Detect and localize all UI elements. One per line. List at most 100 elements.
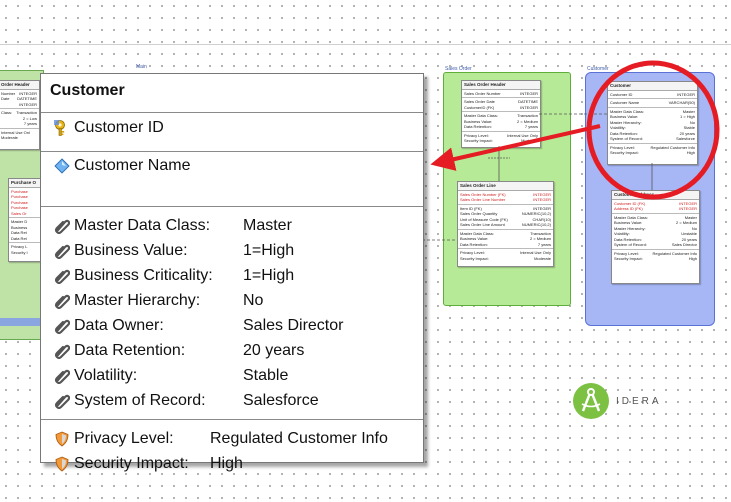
shield-icon: [53, 456, 71, 472]
entity-row: Business Value:1 = High: [610, 114, 695, 120]
entity-row: Purchase: [11, 199, 28, 205]
entity-row-value: Transaction: [16, 110, 37, 115]
property-row[interactable]: Data Retention:20 years: [53, 342, 304, 360]
entity-row-value: INTEGER: [533, 205, 551, 211]
entity-row: Master Data Class:Transaction: [460, 231, 551, 237]
entity-row-value: DATETIME: [17, 96, 37, 101]
entity-row-value: 20 years: [681, 236, 697, 242]
entity-row-label: Data Retention:: [610, 130, 638, 136]
entity-row-label: Volatility:: [614, 231, 630, 236]
property-label: Master Hierarchy:: [74, 292, 201, 309]
entity-row-label: Master Data Class:: [614, 214, 649, 220]
attribute-diamond-icon: [53, 157, 71, 175]
property-row[interactable]: Business Criticality:1=High: [53, 267, 294, 285]
entity-row-label: Customer ID (FK): [614, 200, 646, 206]
divider: [41, 206, 423, 207]
property-value: 20 years: [243, 342, 305, 359]
property-row[interactable]: Volatility: Stable: [53, 367, 288, 385]
entity-row-value: 7 years: [524, 124, 538, 129]
entity-row: Master Hierarchy:No: [614, 226, 697, 232]
entity-row: Data Ret: [11, 230, 27, 235]
entity-row: Moderate: [1, 135, 18, 140]
property-row[interactable]: System of Record:Salesforce: [53, 392, 319, 410]
key-attribute-name: Customer ID: [74, 119, 164, 136]
entity-row-value: INTEGER: [520, 90, 538, 96]
paperclip-icon: [53, 393, 71, 409]
property-value: Stable: [243, 367, 289, 384]
attribute-row[interactable]: Customer Name: [53, 157, 190, 175]
entity-title: Purchase O: [9, 179, 41, 188]
entity-row-label: Item ID (FK): [460, 205, 482, 211]
property-label: Volatility:: [74, 367, 138, 384]
entity-row: Master D: [11, 219, 28, 224]
entity-row: Volatility:Unstable: [614, 231, 697, 237]
paperclip-icon: [53, 293, 71, 309]
entity-row: Business Value:2 = Medium: [460, 236, 551, 242]
entity-row-label: Security Impact:: [464, 138, 493, 143]
security-value: Regulated Customer Info: [210, 430, 388, 447]
entity-row: Sales Order Quantity NUMERIC(10,2): [460, 211, 551, 217]
entity-row: Purchase: [11, 188, 28, 194]
entity-row: Business Value:2 = Medium: [614, 220, 697, 226]
entity-row: Volatility:Stable: [610, 125, 695, 131]
entity-row-label: Privacy Level:: [460, 250, 485, 255]
property-row[interactable]: Master Data Class:Master: [53, 217, 292, 235]
entity-row-label: System of Record:: [610, 136, 643, 141]
security-row[interactable]: Privacy Level:Regulated Customer Info: [53, 430, 388, 448]
entity-row: Security Impact:Moderate: [460, 256, 551, 262]
entity-row-label: Master Data Class:: [610, 108, 645, 114]
entity-row-label: Business Value:: [610, 114, 639, 119]
key-attribute-row[interactable]: Customer ID: [53, 119, 164, 137]
entity-row-value: 2 = Low: [22, 115, 37, 121]
property-row[interactable]: Master Hierarchy:No: [53, 292, 263, 310]
entity-row-value: Regulated Customer Info: [650, 144, 695, 150]
subject-area-label-main: Main: [136, 64, 147, 70]
shield-icon: [53, 431, 71, 447]
paperclip-icon: [53, 243, 71, 259]
entity-row: Master Data Class:Master: [614, 215, 697, 221]
entity-row-value: NUMERIC(10,2): [521, 211, 551, 216]
entity-row: Sales Order Number (FK)INTEGER: [460, 192, 551, 198]
subject-area-blue-partial: [0, 318, 42, 326]
entity-title: Order Header: [0, 81, 39, 90]
entity-sales-order-line[interactable]: Sales Order Line Sales Order Number (FK)…: [457, 181, 554, 267]
divider: [41, 419, 423, 420]
idera-logo-text: IDERA: [616, 395, 662, 407]
customer-entity-callout[interactable]: Customer Customer ID Customer Name Maste…: [40, 73, 424, 472]
entity-row-value: NUMERIC(10,2): [521, 222, 551, 227]
entity-row-label: Address ID (FK): [614, 206, 643, 211]
entity-row-label: CustomerID (FK): [464, 104, 495, 110]
entity-row-label: Sales Order Quantity: [460, 211, 498, 216]
entity-row: Privacy Level:Regulated Customer Info: [610, 145, 695, 151]
property-row[interactable]: Business Value:1=High: [53, 242, 294, 260]
entity-row-value: Sales Director: [671, 242, 697, 247]
entity-row-value: INTEGER: [19, 101, 37, 107]
entity-row-label: Master Hierarchy:: [610, 119, 642, 125]
entity-row: Data Retention:20 years: [610, 131, 695, 137]
property-row[interactable]: Data Owner:Sales Director: [53, 317, 343, 335]
security-label: Security Impact:: [74, 455, 189, 472]
entity-row-label: Business Value:: [464, 118, 493, 124]
attribute-name: Customer Name: [74, 157, 191, 174]
entity-row: CustomerID (FK)INTEGER: [464, 105, 538, 111]
security-row[interactable]: Security Impact:High: [53, 455, 243, 473]
